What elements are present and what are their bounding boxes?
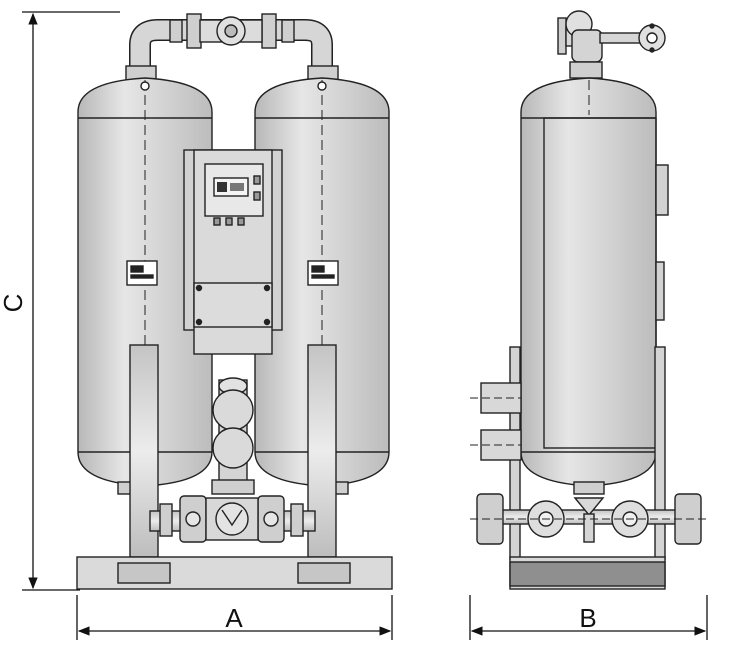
central-pipe [211, 377, 255, 495]
dimension-a-label: A [225, 603, 243, 633]
terminal-box [193, 282, 273, 328]
dimension-b [469, 595, 708, 640]
left-vessel-label-plate [126, 260, 158, 286]
dimension-c-label: C [0, 294, 28, 313]
dimension-b-label: B [579, 603, 596, 633]
side-view [470, 10, 710, 590]
dimension-c [22, 11, 120, 591]
bottom-valve-manifold [149, 495, 316, 543]
side-handle-lower [655, 261, 665, 321]
right-vessel-label-plate [307, 260, 339, 286]
right-vessel [254, 65, 390, 560]
base-frame [76, 556, 393, 590]
left-vessel [77, 65, 213, 560]
support-posts [129, 344, 337, 558]
side-frame [470, 346, 666, 560]
side-vessel [520, 77, 669, 495]
top-outlet-pipe [557, 10, 666, 79]
side-handle-upper [655, 164, 669, 216]
side-base [509, 556, 666, 590]
side-bottom-manifold [470, 493, 710, 545]
top-crossover-pipe [129, 13, 333, 70]
dimension-a [76, 595, 393, 640]
front-view [76, 13, 393, 590]
control-cabinet [183, 149, 283, 355]
